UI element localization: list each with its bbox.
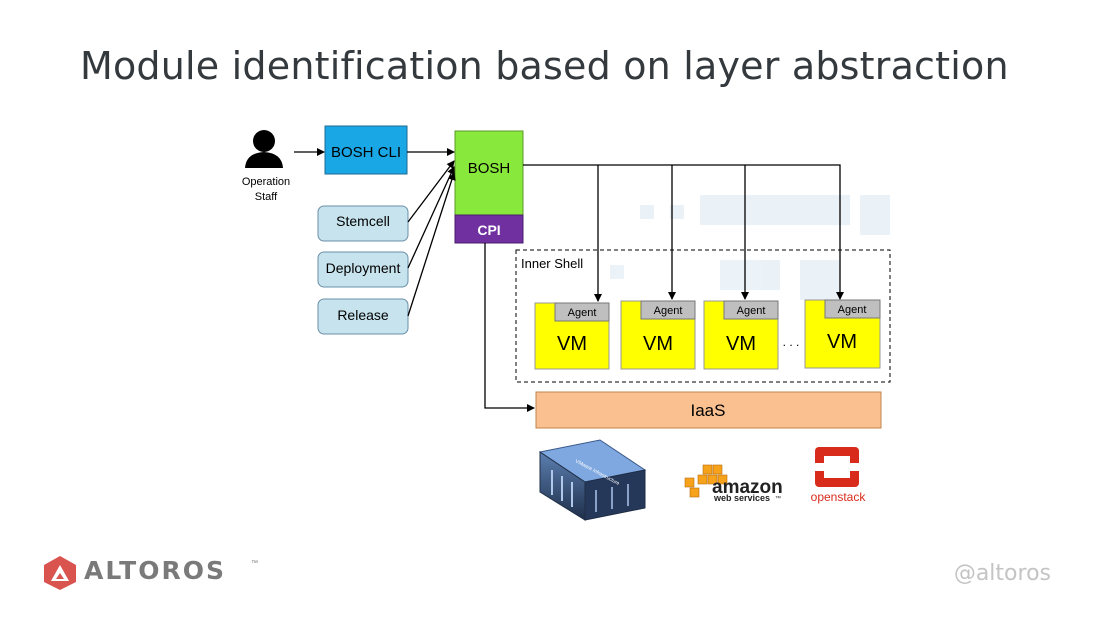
aws-logo: amazon web services ™ — [684, 464, 783, 503]
deployment-label: Deployment — [326, 260, 401, 276]
aws-label-line1: amazon — [712, 477, 783, 498]
inner-shell-label: Inner Shell — [521, 256, 583, 271]
bosh-box — [454, 130, 524, 216]
arrow-stemcell-bosh — [407, 160, 455, 223]
agent-2-label: Agent — [654, 305, 683, 317]
arrow-deployment-bosh — [407, 166, 455, 269]
vm-3-label: VM — [726, 333, 756, 355]
aws-tm: ™ — [775, 495, 781, 502]
altoros-brand-name: ALTOROS — [84, 556, 226, 585]
aws-label-line2: web services — [713, 493, 770, 503]
inner-shell-boundary — [515, 249, 891, 383]
cpi-box — [454, 214, 524, 244]
aws-cubes-icon — [684, 464, 728, 498]
vm-ellipsis: . . . — [783, 335, 800, 349]
agent-3-label: Agent — [737, 305, 766, 317]
agent-4-box — [824, 299, 881, 319]
vm-4: Agent VM — [804, 299, 881, 369]
connector-lines — [294, 148, 844, 412]
release-label: Release — [337, 307, 389, 323]
vm-4-label: VM — [827, 331, 857, 353]
bosh-cli-box — [324, 125, 408, 175]
vm-2-label: VM — [643, 333, 673, 355]
person-icon — [245, 130, 283, 168]
agent-4-label: Agent — [838, 304, 867, 316]
twitter-handle: @altoros — [953, 561, 1051, 586]
arrow-bosh-agent-4 — [523, 164, 844, 300]
stemcell-label: Stemcell — [336, 213, 390, 229]
stemcell-box — [317, 205, 409, 242]
deployment-box — [317, 251, 409, 288]
watermark-graphic — [610, 195, 890, 300]
vmware-server-icon: VMware Infrastructure — [538, 439, 647, 521]
openstack-label: openstack — [811, 490, 867, 504]
arrow-cpi-iaas — [484, 243, 535, 412]
vm-1-label: VM — [557, 333, 587, 355]
agent-2-box — [640, 300, 696, 320]
vm-3: Agent VM — [703, 300, 779, 370]
openstack-logo: openstack — [811, 447, 867, 504]
bosh-label: BOSH — [468, 160, 511, 177]
arrow-release-bosh — [407, 172, 456, 317]
operator-label-line2: Staff — [255, 191, 278, 203]
iaas-box — [535, 391, 882, 429]
agent-3-box — [723, 300, 779, 320]
vm-1: Agent VM — [534, 302, 610, 370]
vm-2: Agent VM — [620, 300, 696, 370]
bosh-cli-label: BOSH CLI — [331, 144, 401, 161]
altoros-tm: ™ — [251, 560, 258, 567]
release-box — [317, 298, 409, 335]
cpi-label: CPI — [477, 222, 500, 238]
agent-1-box — [554, 302, 610, 322]
agent-1-label: Agent — [568, 307, 597, 319]
slide-title: Module identification based on layer abs… — [80, 44, 1009, 88]
altoros-logo-icon — [44, 556, 76, 590]
operator-label-line1: Operation — [242, 176, 290, 188]
iaas-label: IaaS — [691, 401, 726, 420]
